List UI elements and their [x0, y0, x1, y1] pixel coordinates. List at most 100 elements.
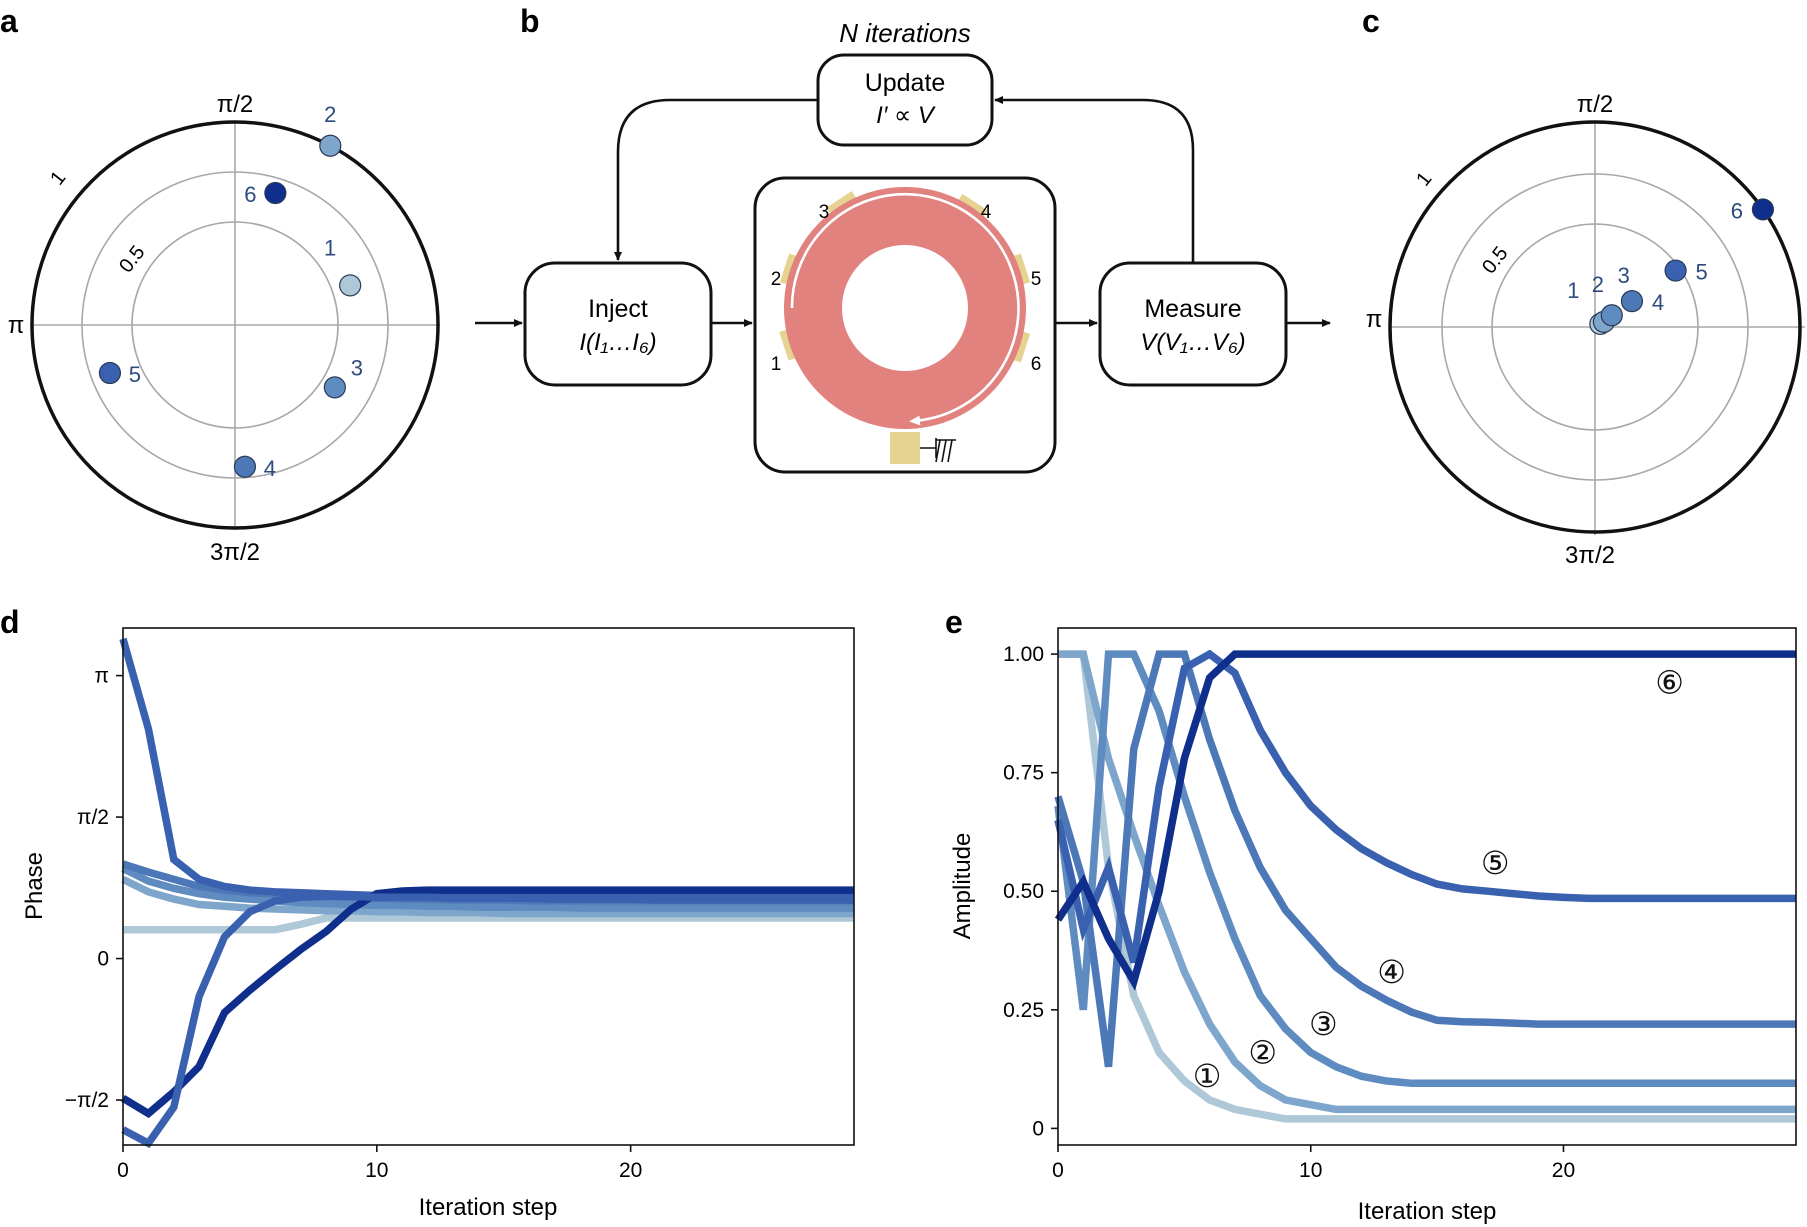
- ring-device: [784, 187, 1026, 429]
- series-line-2: [1058, 650, 1796, 1114]
- phase-xlabel: Iteration step: [419, 1194, 558, 1221]
- contact-number-6: 6: [1031, 354, 1042, 375]
- loop-label: N iterations: [839, 18, 971, 48]
- polar-point-6: [264, 181, 287, 205]
- panel-label-e: e: [945, 604, 963, 640]
- series-line-5: [1054, 649, 1796, 964]
- panel-label-b: b: [520, 3, 540, 39]
- update-title: Update: [865, 69, 946, 97]
- angle-label-three-pi-half: 3π/2: [1565, 542, 1615, 569]
- update-to-inject-arrow: [614, 98, 818, 261]
- x-tick-label: 10: [1299, 1159, 1322, 1182]
- inject-formula: I(I₁…I₆): [579, 329, 656, 356]
- radius-label-1: 1: [1412, 168, 1436, 190]
- series-annotation-1: ①: [1193, 1058, 1222, 1094]
- amplitude-ticks: 0 10 20 0 0.25 0.50 0.75 1.00: [1003, 643, 1575, 1182]
- polar-point-label-1: 1: [1567, 278, 1579, 303]
- contact-number-4: 4: [981, 202, 992, 223]
- contact-number-3: 3: [819, 202, 830, 223]
- contact-number-1: 1: [771, 354, 782, 375]
- angle-label-pi: π: [8, 312, 25, 339]
- angle-label-pi-half: π/2: [1577, 91, 1614, 118]
- y-tick-label: 0.25: [1003, 999, 1044, 1022]
- series-annotation-2: ②: [1248, 1035, 1277, 1071]
- measure-to-update-arrow: [994, 96, 1195, 263]
- series-line-3: [121, 865, 854, 912]
- y-tick-label: π: [95, 665, 110, 688]
- polar-point-label-4: 4: [264, 456, 276, 481]
- angle-label-pi-half: π/2: [217, 91, 254, 118]
- series-annotation-5: ⑤: [1481, 845, 1510, 881]
- series-annotation-6: ⑥: [1655, 665, 1684, 701]
- amplitude-ylabel: Amplitude: [949, 833, 976, 940]
- y-tick-label: 0: [97, 948, 109, 971]
- polar-point-3: [1600, 304, 1623, 327]
- amplitude-annotations: ①②③ ④ ⑤ ⑥: [1193, 665, 1684, 1095]
- inject-title: Inject: [588, 295, 648, 323]
- angle-label-three-pi-half: 3π/2: [210, 539, 260, 566]
- contact-number-5: 5: [1031, 269, 1042, 290]
- series-line-7: [121, 892, 854, 1149]
- polar-point-4: [1620, 290, 1644, 313]
- series-line-4: [1054, 650, 1796, 1068]
- series-line-5: [119, 637, 854, 902]
- polar-point-6: [1751, 198, 1775, 221]
- y-tick-label: 1.00: [1003, 643, 1044, 666]
- ground-symbol: [920, 438, 956, 463]
- polar-point-2: [319, 134, 342, 157]
- polar-point-3: [323, 376, 346, 399]
- ground-pad: [890, 432, 920, 464]
- polar-point-1: [339, 274, 362, 297]
- panel-label-c: c: [1362, 3, 1380, 39]
- polar-point-label-3: 3: [351, 355, 363, 380]
- measure-formula: V(V₁…V₆): [1140, 329, 1245, 356]
- y-tick-label: 0.50: [1003, 880, 1044, 903]
- x-tick-label: 20: [1552, 1159, 1575, 1182]
- update-formula: I′ ∝ V: [876, 102, 936, 129]
- polar-point-label-2: 2: [324, 102, 336, 127]
- x-tick-label: 0: [117, 1159, 129, 1182]
- feedback-loop-diagram: N iterations Update I′ ∝ V Inject I(I₁…I…: [475, 18, 1331, 474]
- x-tick-label: 20: [619, 1159, 642, 1182]
- series-line-2: [121, 875, 854, 918]
- inject-box: [523, 261, 713, 387]
- polar-point-label-5: 5: [129, 362, 141, 387]
- series-line-1: [1058, 650, 1796, 1123]
- y-tick-label: −π/2: [65, 1089, 109, 1112]
- contact-number-2: 2: [771, 269, 782, 290]
- polar-point-label-6: 6: [244, 182, 256, 207]
- polar-outer-circle: [1388, 120, 1802, 534]
- phase-ylabel: Phase: [21, 852, 48, 920]
- series-annotation-3: ③: [1309, 1006, 1338, 1042]
- angle-label-pi: π: [1366, 306, 1383, 333]
- radius-label-0.5: 0.5: [115, 242, 149, 277]
- panel-label-a: a: [0, 3, 18, 39]
- series-line-1: [123, 914, 854, 934]
- y-tick-label: π/2: [77, 806, 109, 829]
- phase-lines: [119, 637, 854, 1149]
- panel-label-d: d: [0, 604, 20, 640]
- polar-a-points: 1 2 3 4 5 6: [98, 102, 363, 481]
- x-tick-label: 0: [1052, 1159, 1064, 1182]
- polar-point-label-1: 1: [324, 235, 336, 260]
- y-tick-label: 0.75: [1003, 762, 1044, 785]
- current-flow-arrow: [790, 192, 1020, 426]
- polar-point-label-5: 5: [1695, 260, 1707, 285]
- y-tick-label: 0: [1032, 1117, 1044, 1140]
- series-line-6: [121, 886, 854, 1119]
- polar-point-label-2: 2: [1592, 272, 1604, 297]
- series-annotation-4: ④: [1377, 954, 1406, 990]
- amplitude-xlabel: Iteration step: [1358, 1198, 1497, 1225]
- polar-point-4: [233, 455, 257, 478]
- polar-outer-circle: [30, 120, 440, 530]
- polar-point-label-6: 6: [1731, 198, 1743, 223]
- phase-plot-frame: [122, 627, 855, 1146]
- polar-point-label-4: 4: [1652, 290, 1664, 315]
- measure-box: [1098, 261, 1288, 387]
- series-line-6: [1054, 650, 1796, 991]
